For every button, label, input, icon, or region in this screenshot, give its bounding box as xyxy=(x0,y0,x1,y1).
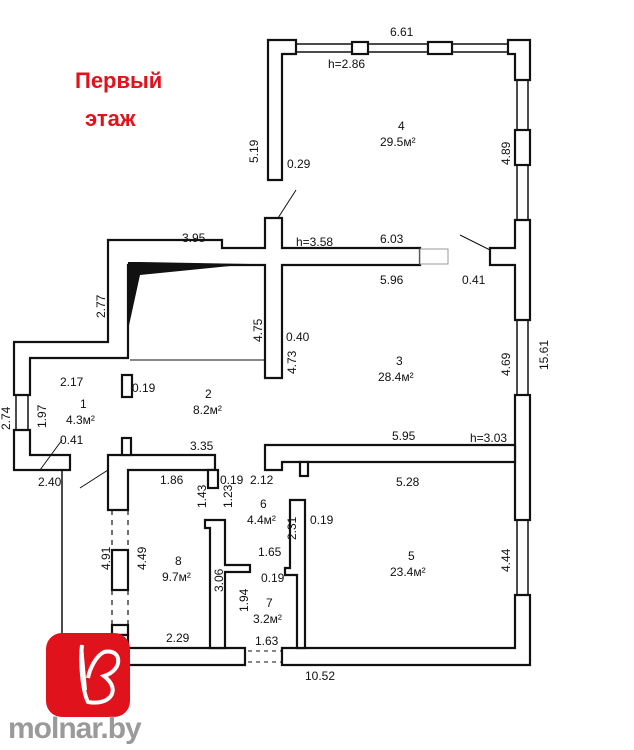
dim: 4.75 xyxy=(251,318,265,342)
brand-watermark: molnar.by xyxy=(8,712,142,745)
dim: 5.28 xyxy=(396,475,420,489)
dim: 0.19 xyxy=(310,513,334,527)
room-8-number: 8 xyxy=(175,554,182,568)
dim: 3.95 xyxy=(182,231,206,245)
window-block xyxy=(426,40,454,56)
dim: h=2.86 xyxy=(328,57,365,71)
dim: 6.61 xyxy=(390,25,414,39)
dim: 0.29 xyxy=(287,157,311,171)
room-labels: 4 29.5м² 3 28.4м² 2 8.2м² 1 4.3м² 6 4.4м… xyxy=(66,119,426,626)
dim: 6.03 xyxy=(380,232,404,246)
dim: 10.52 xyxy=(305,669,335,683)
dim: 4.91 xyxy=(99,546,113,570)
dim: 1.86 xyxy=(160,473,184,487)
room-1-area: 4.3м² xyxy=(66,413,95,427)
room-1-number: 1 xyxy=(80,397,87,411)
dim: 0.19 xyxy=(220,473,244,487)
wall xyxy=(506,38,532,82)
dimension-labels: 6.61 h=2.86 5.19 0.29 4.89 3.95 h=3.58 6… xyxy=(0,25,551,683)
dim: 4.73 xyxy=(285,350,299,374)
walls xyxy=(12,38,532,667)
dim: 2.31 xyxy=(285,516,299,540)
room-7-number: 7 xyxy=(266,596,273,610)
dim: 4.44 xyxy=(499,548,513,572)
room-6-number: 6 xyxy=(260,497,267,511)
dim: 0.19 xyxy=(132,381,156,395)
room-3-area: 28.4м² xyxy=(378,370,414,384)
dim: 1.97 xyxy=(35,404,49,428)
dim: 1.23 xyxy=(221,484,235,508)
room-3-number: 3 xyxy=(396,354,403,368)
wall xyxy=(488,218,532,322)
dim: 1.63 xyxy=(255,634,279,648)
dim: 2.17 xyxy=(60,375,84,389)
dim: 2.74 xyxy=(0,406,13,430)
dim: 2.77 xyxy=(94,294,108,318)
dim: 0.40 xyxy=(286,330,310,344)
dim: 0.41 xyxy=(60,433,84,447)
room-8-area: 9.7м² xyxy=(162,570,191,584)
dim: 5.95 xyxy=(392,429,416,443)
room-4-number: 4 xyxy=(398,119,405,133)
title-line-2: этаж xyxy=(85,106,136,131)
wall xyxy=(12,216,422,397)
dim: 3.06 xyxy=(212,568,226,592)
room-4-area: 29.5м² xyxy=(380,135,416,149)
dim: 4.69 xyxy=(499,352,513,376)
dim: 2.12 xyxy=(250,473,274,487)
room-2-area: 8.2м² xyxy=(193,403,222,417)
dim: 15.61 xyxy=(537,340,551,370)
dim: h=3.03 xyxy=(470,431,507,445)
dim: 0.41 xyxy=(462,273,486,287)
dim: 5.96 xyxy=(380,273,404,287)
room-5-area: 23.4м² xyxy=(390,565,426,579)
window-block xyxy=(350,40,370,56)
dim: h=3.58 xyxy=(296,235,333,249)
dim: 4.89 xyxy=(499,141,513,165)
dim: 1.43 xyxy=(195,484,209,508)
dim: 3.35 xyxy=(190,439,214,453)
dim: 0.19 xyxy=(261,571,285,585)
dim: 5.19 xyxy=(247,139,261,163)
wall xyxy=(266,38,298,182)
room-6-area: 4.4м² xyxy=(247,513,276,527)
dim: 4.49 xyxy=(135,546,149,570)
title-line-1: Первый xyxy=(75,68,163,93)
dim: 2.40 xyxy=(38,475,62,489)
room-2-number: 2 xyxy=(205,387,212,401)
room-7-area: 3.2м² xyxy=(253,612,282,626)
dim: 2.29 xyxy=(166,631,190,645)
room-5-number: 5 xyxy=(408,549,415,563)
dim: 1.65 xyxy=(258,545,282,559)
molnar-logo xyxy=(46,633,130,717)
dim: 1.94 xyxy=(237,588,251,612)
floor-title: Первый этаж xyxy=(75,62,162,138)
